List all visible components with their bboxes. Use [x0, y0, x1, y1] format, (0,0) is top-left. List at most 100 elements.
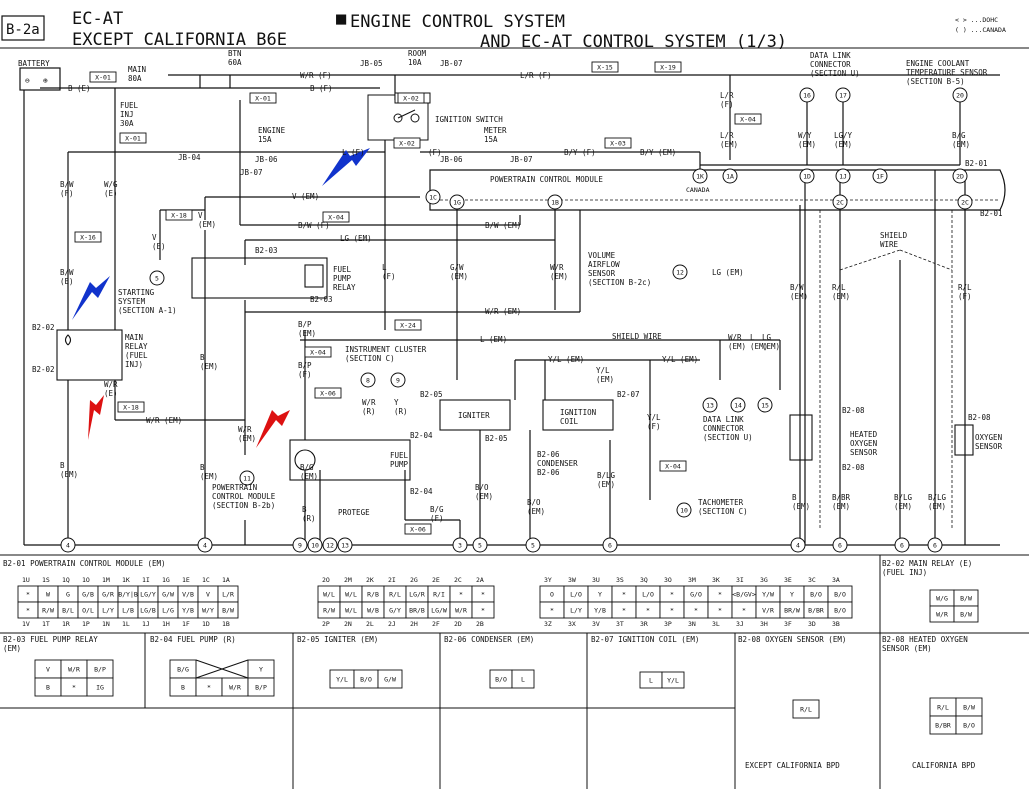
panel-b203-title-line2: (EM) [3, 644, 21, 653]
wires [23, 74, 1000, 546]
pin-p12: 12 [676, 269, 684, 277]
jb07-label-c: JB-07 [510, 155, 533, 164]
label-o2-line1: OXYGEN [975, 433, 1002, 442]
label-data-link2-line1: DATA LINK [703, 415, 744, 424]
label-rl-f-line1: R/L [958, 283, 972, 292]
label-b-r-line2: (R) [302, 514, 316, 523]
connector-x15: X-15 [597, 64, 613, 72]
panel-b205-title: B2-05 IGNITER (EM) [297, 635, 378, 644]
b202-pin-1: B/W [960, 595, 972, 603]
pcm-t1-r2-3: O/L [82, 607, 94, 615]
pcm-t1-bot-3: 1P [82, 620, 90, 628]
label-data-link2-line3: (SECTION U) [703, 433, 753, 442]
label-wr-em4-line1: W/R [238, 425, 252, 434]
pcm-block: POWERTRAIN CONTROL MODULE [429, 169, 1006, 211]
label-b207: B2-07 [617, 390, 640, 399]
pcm-t2-top-3: 2I [388, 576, 396, 584]
relays [56, 257, 974, 481]
label-data-link2-line2: CONNECTOR [703, 424, 744, 433]
ground-g6c-circle [894, 537, 910, 553]
pcm-t2-top-7: 2A [476, 576, 484, 584]
pcm-t3-bot-0: 3Z [544, 620, 552, 628]
pin-c1g-circle [449, 194, 465, 210]
label-starting-system-line1: STARTING [118, 288, 155, 297]
pcm-t3-r2-3: * [622, 607, 626, 615]
label-y-r-line1: Y [394, 398, 399, 407]
connector-panels: B2-01 POWERTRAIN CONTROL MODULE (EM)B2-0… [3, 559, 983, 770]
b208h-pin-3: B/O [963, 722, 975, 730]
label-b204b: B2-04 [410, 487, 433, 496]
pcm-t1-top-1: 1S [42, 576, 50, 584]
pcm-t2-r2-7-box [471, 601, 495, 619]
connector-x06b-box [404, 523, 432, 535]
b204-pin-3: * [207, 684, 211, 692]
connector-x01b-box [249, 92, 277, 104]
pin-p5-circle [149, 270, 165, 286]
label-yl-f-line2: (F) [647, 422, 661, 431]
connector-x16: X-16 [80, 234, 96, 242]
jb07-label-d: JB-07 [240, 168, 263, 177]
title-line2: EXCEPT CALIFORNIA B6E [72, 30, 287, 50]
connector-x24: X-24 [400, 322, 416, 330]
l-f-label: L (F) [342, 148, 365, 157]
b204-pin-4: W/R [229, 684, 241, 692]
pcm-t3-r1-11: B/O [810, 591, 822, 599]
pin-c1f: 1F [876, 173, 884, 181]
pcm-t3-top-9: 3G [760, 576, 768, 584]
pin-c1a-circle [722, 168, 738, 184]
pcm-t1-top-9: 1C [202, 576, 210, 584]
pcm-t3-r2-11: B/BR [808, 607, 824, 615]
b208h-pin-3-box [955, 715, 983, 735]
panel-b208-title: B2-08 OXYGEN SENSOR (EM) [738, 635, 846, 644]
connector-x06a: X-06 [320, 390, 336, 398]
label-bw-f2: B/W (F) [298, 221, 330, 230]
lr-f-label-2-line2: (F) [720, 100, 734, 109]
connector-x01a-box [89, 71, 117, 83]
pcm-t3-bot-7: 3L [712, 620, 720, 628]
pin-c2c-circle [832, 194, 848, 210]
label-bp-em-line2: (EM) [298, 329, 316, 338]
label-rl-f-line2: (F) [958, 292, 972, 301]
b204-pin-0: B/G [177, 666, 189, 674]
label-wr-e-line2: (E) [104, 389, 118, 398]
pcm-t2-r2-5: LG/W [431, 607, 447, 615]
pin-p17: 17 [839, 92, 847, 100]
connector-x06b: X-06 [410, 526, 426, 534]
label-pcm-section-line1: POWERTRAIN [212, 483, 257, 492]
label-gw-em-line1: G/W [450, 263, 464, 272]
pcm-t2-bot-2: 2L [366, 620, 374, 628]
text-layer: BTN60AMAIN80AROOM10AFUELINJ30AENGINE15AM… [32, 49, 1003, 553]
pin-c2cb: 2C [961, 199, 969, 207]
pcm-t3-r2-6: * [694, 607, 698, 615]
b204-pin-5-box [247, 677, 275, 697]
pcm-t1-r2-10: B/W [222, 607, 234, 615]
pin-p5: 5 [155, 275, 159, 283]
jb07-label-a: JB-07 [440, 59, 463, 68]
pcm-t3-top-6: 3M [688, 576, 696, 584]
panel-b202-title-line1: B2-02 MAIN RELAY (E) [882, 559, 972, 568]
system-line1: ENGINE CONTROL SYSTEM [350, 12, 565, 32]
pcm-t2-top-1: 2M [344, 576, 352, 584]
label-b206-line1: B2-06 [537, 450, 560, 459]
label-lg-em2: LG (EM) [712, 268, 744, 277]
lgy-em-label-line2: (EM) [834, 140, 852, 149]
pcm-t1-r2-9: W/Y [202, 607, 214, 615]
b208-pin-0: R/L [800, 706, 812, 714]
jb05-label: JB-05 [360, 59, 383, 68]
label-b204a: B2-04 [410, 431, 433, 440]
label-bp-em-line1: B/P [298, 320, 312, 329]
connector-x24-box [394, 319, 422, 331]
label-blg-em-line2: (EM) [597, 480, 615, 489]
shield-wire-label-line2: WIRE [880, 240, 899, 249]
ground-g10: 10 [311, 542, 319, 550]
connector-x02a-box [397, 92, 425, 104]
pcm-t3-r2-4: * [646, 607, 650, 615]
ground-g4a: 4 [66, 542, 70, 550]
b202-pin-0: W/G [936, 595, 948, 603]
pin-p13: 13 [706, 402, 714, 410]
pin-c1b: 1B [551, 199, 559, 207]
pin-c1b-circle [547, 194, 563, 210]
label-bw-em2-line1: B/W [790, 283, 804, 292]
b203-pin-1: W/R [68, 666, 80, 674]
